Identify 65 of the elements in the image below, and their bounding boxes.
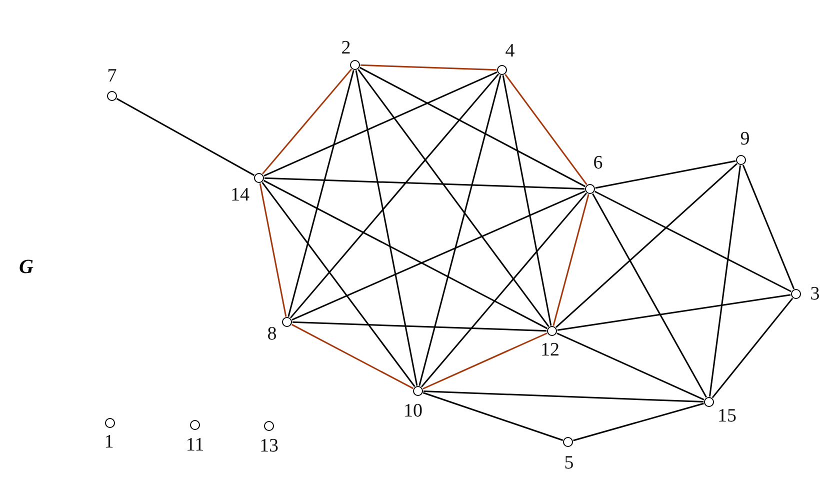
edge-line (573, 402, 704, 442)
edge-line (418, 75, 502, 386)
edge-line (292, 324, 414, 390)
edge-line (290, 74, 499, 318)
edge-line (712, 298, 794, 398)
edge-line (288, 70, 354, 317)
edge-line (264, 72, 498, 176)
edge-line (358, 68, 550, 328)
edge-line (504, 74, 588, 186)
vertex-circle (497, 65, 507, 75)
edge-line (262, 182, 416, 388)
vertex-label: 5 (564, 454, 574, 472)
edge-line (360, 66, 586, 188)
edge-line (422, 392, 564, 441)
vertex-circle (704, 397, 714, 407)
edge-line (423, 390, 704, 403)
vertex-circle (736, 155, 746, 165)
edge-line (742, 164, 795, 290)
vertex-label: 13 (260, 436, 278, 456)
edge-line (552, 194, 590, 326)
vertex-circle (264, 421, 274, 431)
edge-line (594, 190, 792, 292)
graph-name: G (19, 257, 34, 277)
vertex-label: 8 (267, 324, 277, 344)
edge-line (292, 321, 547, 332)
vertex-circle (107, 91, 117, 101)
vertex-label: 3 (810, 284, 820, 304)
vertex-circle (282, 317, 292, 327)
edge-line (422, 332, 548, 390)
vertex-label: 2 (341, 38, 351, 58)
edge-line (595, 160, 736, 189)
vertex-label: 12 (540, 340, 560, 360)
vertex-circle (105, 418, 115, 428)
vertex-label: 10 (404, 402, 422, 420)
vertex-label: 7 (107, 66, 117, 86)
edge-line (292, 190, 586, 320)
vertex-label: 11 (186, 436, 204, 454)
edge-line (262, 68, 352, 174)
edge-line (556, 163, 738, 328)
edge-line (592, 193, 707, 398)
vertex-circle (413, 386, 423, 396)
vertex-label: 1 (104, 432, 114, 452)
vertex-circle (190, 420, 200, 430)
vertex-circle (350, 60, 360, 70)
vertex-label: 14 (230, 186, 250, 204)
vertex-circle (585, 184, 595, 194)
vertex-label: 9 (740, 130, 750, 148)
vertex-circle (563, 437, 573, 447)
vertex-label: 4 (505, 42, 515, 60)
edge-line (556, 332, 704, 400)
vertex-circle (547, 326, 557, 336)
edge-line (264, 177, 585, 190)
vertex-label: 6 (593, 154, 603, 172)
vertex-circle (254, 173, 264, 183)
edge-line (355, 70, 418, 386)
edge-line (421, 192, 587, 388)
edge-line (259, 183, 287, 317)
vertex-label: 15 (718, 406, 736, 426)
vertex-circle (791, 289, 801, 299)
edge-line (708, 165, 742, 397)
edge-line (557, 294, 791, 331)
edge-line (116, 98, 255, 176)
edge-line (360, 64, 497, 71)
edge-line (264, 180, 548, 330)
edge-line (502, 75, 552, 326)
